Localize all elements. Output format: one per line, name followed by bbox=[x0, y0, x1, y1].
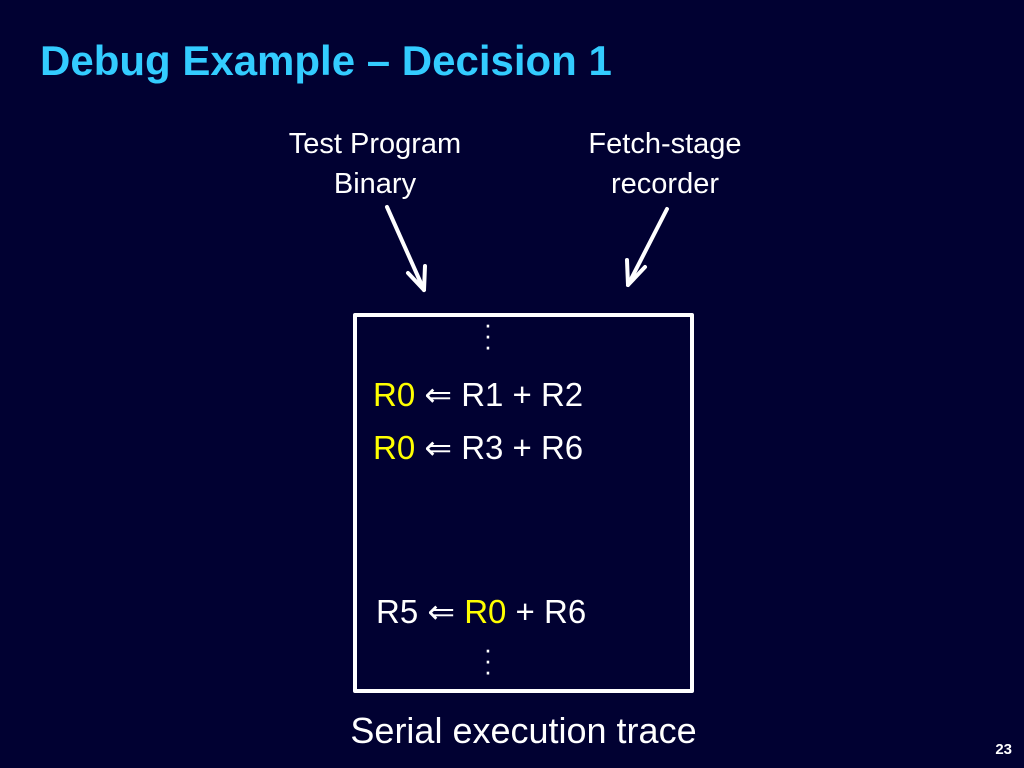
ellipsis-top-icon: · · · bbox=[483, 309, 493, 361]
slide-title: Debug Example – Decision 1 bbox=[40, 37, 612, 84]
page-number: 23 bbox=[995, 741, 1012, 758]
callout-left-line1: Test Program bbox=[288, 128, 462, 160]
instr-3-dest: R5 bbox=[376, 593, 419, 630]
left-arrow-icon: ⇐ bbox=[424, 376, 453, 413]
callout-fetch-stage-recorder: Fetch-stage recorder bbox=[545, 124, 785, 204]
instruction-3: R5 ⇐ R0 + R6 bbox=[376, 592, 586, 632]
instr-2-dest: R0 bbox=[373, 429, 416, 466]
ellipsis-bottom-icon: · · · bbox=[483, 634, 493, 686]
arrow-right-icon bbox=[625, 207, 669, 287]
instr-2-expr: R3 + R6 bbox=[461, 429, 584, 466]
instruction-1: R0 ⇐ R1 + R2 bbox=[373, 375, 583, 415]
callout-test-program-binary: Test Program Binary bbox=[255, 124, 495, 204]
instr-3-rest: + R6 bbox=[515, 593, 587, 630]
instr-1-expr: R1 + R2 bbox=[461, 376, 584, 413]
instruction-2: R0 ⇐ R3 + R6 bbox=[373, 428, 583, 468]
callout-right-line2: recorder bbox=[611, 168, 719, 200]
instr-1-dest: R0 bbox=[373, 376, 416, 413]
execution-trace-box bbox=[353, 313, 694, 693]
arrow-left-icon bbox=[385, 205, 427, 292]
instr-3-src1: R0 bbox=[464, 593, 507, 630]
left-arrow-icon: ⇐ bbox=[427, 593, 456, 630]
left-arrow-icon: ⇐ bbox=[424, 429, 453, 466]
callout-left-line2: Binary bbox=[333, 168, 417, 200]
callout-right-line1: Fetch-stage bbox=[588, 128, 742, 160]
trace-caption: Serial execution trace bbox=[350, 710, 697, 751]
